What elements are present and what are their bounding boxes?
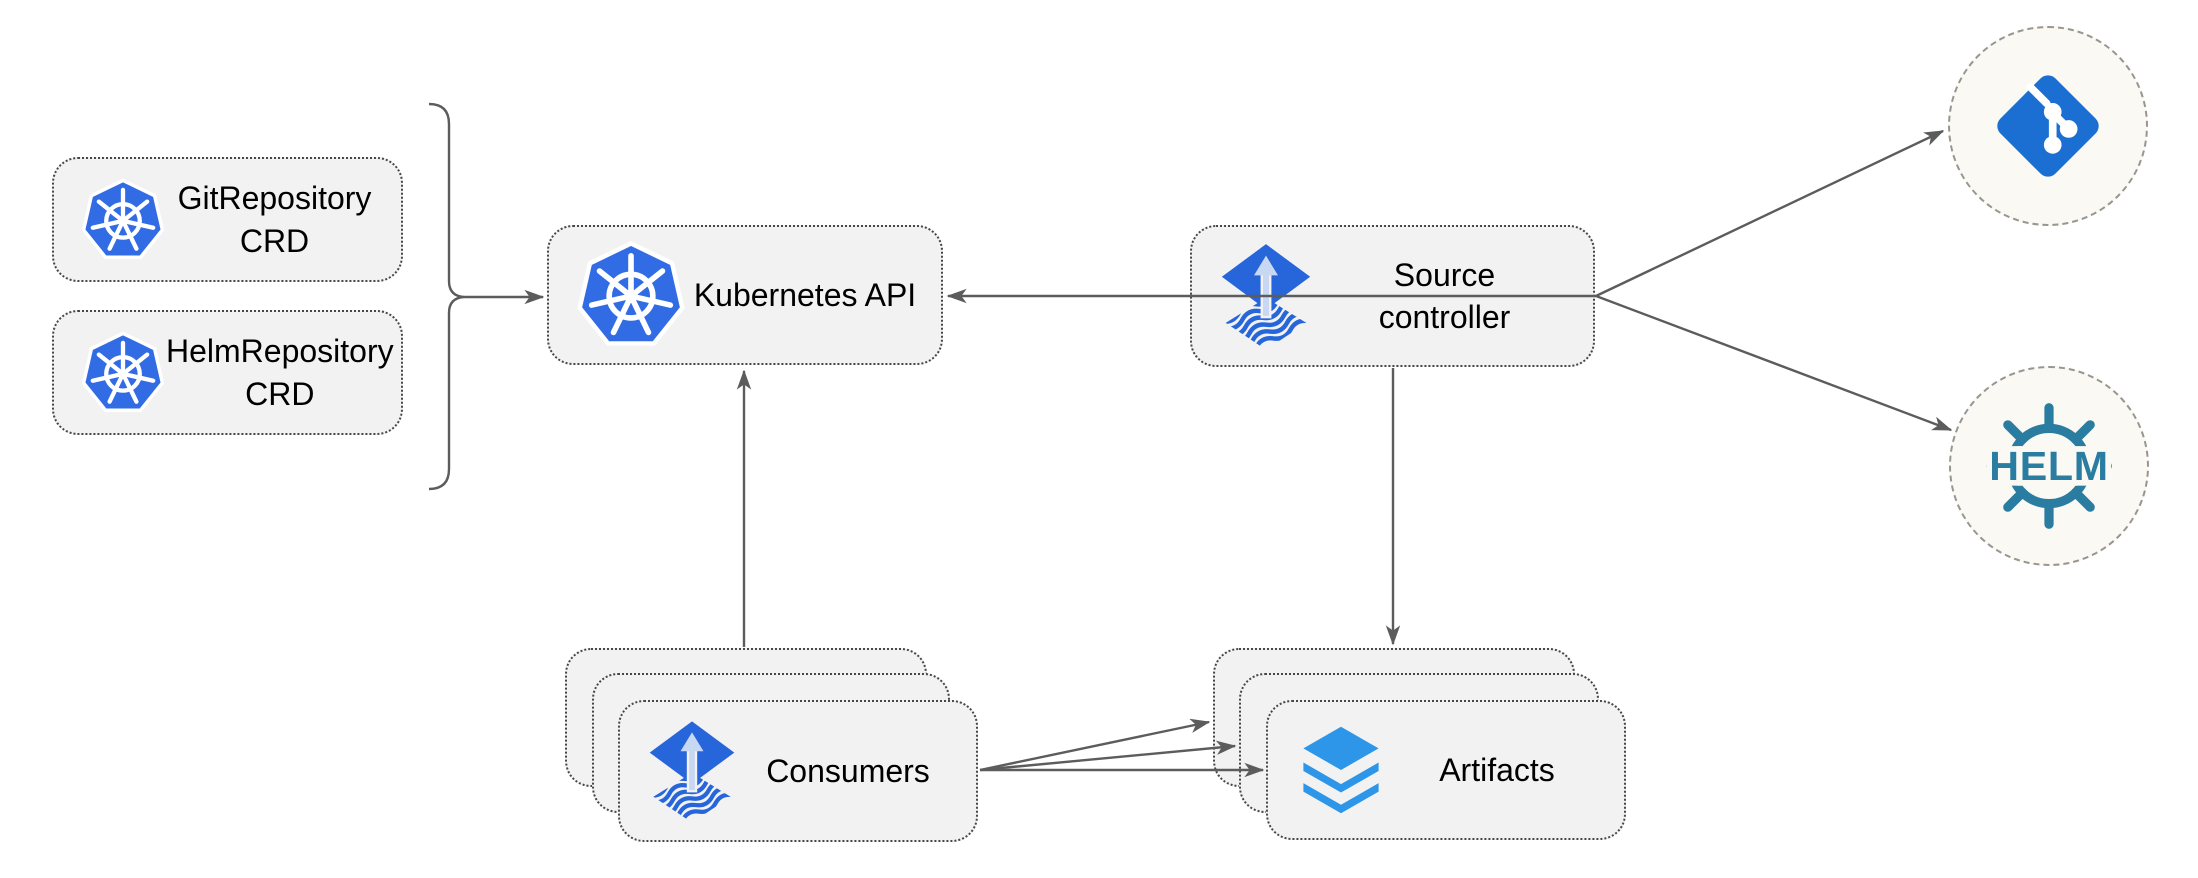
- node-consumers: Consumers: [618, 700, 978, 842]
- kubernetes-icon: [80, 177, 166, 263]
- node-source-controller: Source controller: [1190, 225, 1595, 367]
- node-gitrepository-crd: GitRepository CRD: [52, 157, 403, 282]
- layers-icon: [1294, 723, 1388, 817]
- node-label: HelmRepository CRD: [166, 333, 394, 412]
- crd-group-brace: [428, 102, 465, 491]
- kubernetes-icon: [80, 330, 166, 416]
- arrow-consumers-to-artifacts-2: [979, 740, 1237, 772]
- node-git-repository: [1948, 26, 2148, 226]
- node-label: Artifacts: [1439, 751, 1555, 788]
- helm-icon: HELM: [1978, 395, 2120, 537]
- flux-icon: [646, 719, 738, 823]
- node-helmrepository-crd: HelmRepository CRD: [52, 310, 403, 435]
- node-kubernetes-api: Kubernetes API: [547, 225, 943, 365]
- node-label: GitRepository CRD: [177, 180, 372, 259]
- arrow-consumers-to-artifacts-1: [979, 718, 1211, 772]
- git-icon: [1989, 67, 2107, 185]
- node-label: Source controller: [1378, 256, 1511, 335]
- node-label: Consumers: [766, 752, 930, 789]
- node-label: Kubernetes API: [693, 276, 917, 313]
- flux-icon: [1218, 242, 1314, 350]
- kubernetes-icon: [575, 239, 687, 351]
- node-artifacts: Artifacts: [1266, 700, 1626, 840]
- node-helm-repository: HELM: [1949, 366, 2149, 566]
- arrow-source-controller-to-helm: [1595, 294, 1953, 432]
- arrow-source-controller-to-git: [1595, 129, 1945, 298]
- helm-logo-text: HELM: [1989, 443, 2108, 489]
